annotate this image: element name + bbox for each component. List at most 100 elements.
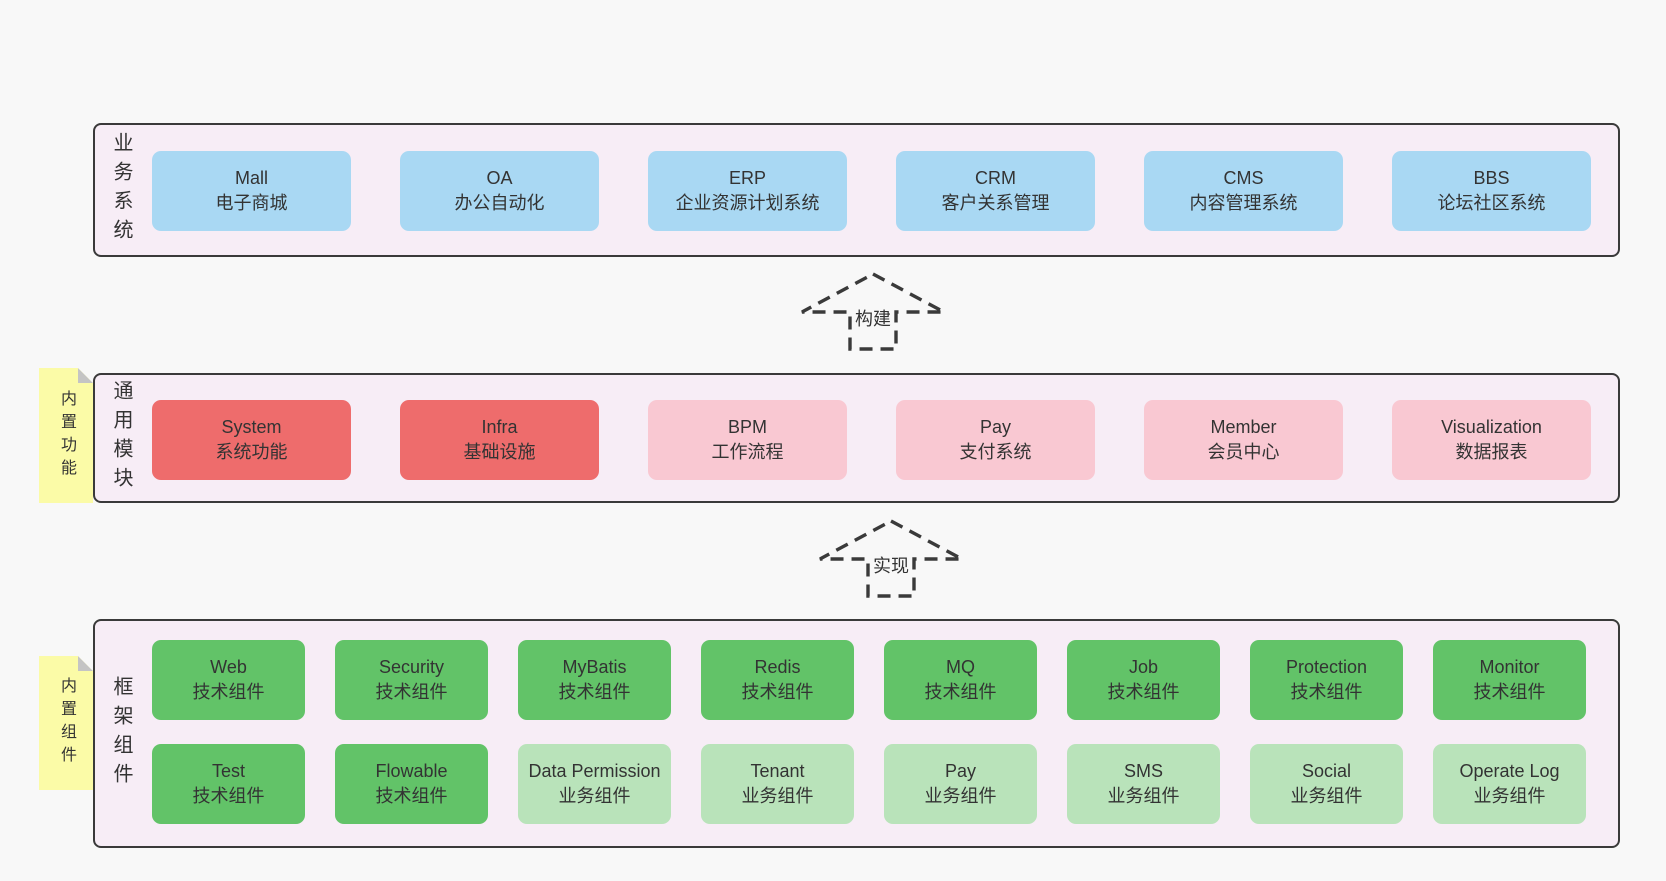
- note-builtin-components: 内置组件: [39, 656, 93, 790]
- framework-components-row-2: Test 技术组件 Flowable 技术组件 Data Permission …: [152, 744, 1586, 824]
- node-subtitle: 论坛社区系统: [1437, 193, 1546, 213]
- node-title: Social: [1301, 761, 1352, 781]
- node-title: ERP: [728, 168, 766, 188]
- node-bpm: BPM 工作流程: [648, 400, 847, 480]
- node-subtitle: 技术组件: [192, 682, 265, 702]
- node-title: Test: [211, 761, 245, 781]
- node-mall: Mall 电子商城: [152, 151, 351, 231]
- node-member: Member 会员中心: [1144, 400, 1343, 480]
- node-title: SMS: [1123, 761, 1163, 781]
- node-title: Operate Log: [1459, 761, 1560, 781]
- node-subtitle: 业务组件: [741, 786, 814, 806]
- note-label: 内置功能: [58, 389, 75, 482]
- node-title: Job: [1128, 657, 1159, 677]
- layer-label: 框架组件: [110, 675, 132, 792]
- arrow-build: 构建: [800, 272, 946, 351]
- layer-framework-components: 框架组件 Web 技术组件 Security 技术组件 MyBatis 技术组件…: [93, 619, 1620, 848]
- node-title: MQ: [946, 657, 975, 677]
- node-security: Security 技术组件: [335, 640, 488, 720]
- node-subtitle: 技术组件: [924, 682, 997, 702]
- node-sms: SMS 业务组件: [1067, 744, 1220, 824]
- node-tenant: Tenant 业务组件: [701, 744, 854, 824]
- node-infra: Infra 基础设施: [400, 400, 599, 480]
- note-label: 内置组件: [58, 677, 75, 769]
- node-title: Pay: [944, 761, 977, 781]
- node-subtitle: 业务组件: [1290, 786, 1363, 806]
- node-title: Security: [378, 657, 445, 677]
- node-test: Test 技术组件: [152, 744, 305, 824]
- node-subtitle: 基础设施: [463, 442, 536, 462]
- node-title: Monitor: [1479, 657, 1540, 677]
- node-subtitle: 技术组件: [558, 682, 631, 702]
- node-flowable: Flowable 技术组件: [335, 744, 488, 824]
- node-subtitle: 客户关系管理: [941, 193, 1050, 213]
- node-erp: ERP 企业资源计划系统: [648, 151, 847, 231]
- node-subtitle: 业务组件: [558, 786, 631, 806]
- node-pay-biz: Pay 业务组件: [884, 744, 1037, 824]
- node-monitor: Monitor 技术组件: [1433, 640, 1586, 720]
- node-redis: Redis 技术组件: [701, 640, 854, 720]
- node-title: Visualization: [1441, 417, 1542, 437]
- node-crm: CRM 客户关系管理: [896, 151, 1095, 231]
- node-social: Social 业务组件: [1250, 744, 1403, 824]
- node-cms: CMS 内容管理系统: [1144, 151, 1343, 231]
- folded-corner-icon: [78, 368, 93, 383]
- node-title: System: [221, 417, 282, 437]
- node-subtitle: 业务组件: [924, 786, 997, 806]
- node-title: BBS: [1473, 168, 1510, 188]
- node-subtitle: 技术组件: [741, 682, 814, 702]
- folded-corner-icon: [78, 656, 93, 671]
- node-system: System 系统功能: [152, 400, 351, 480]
- node-subtitle: 技术组件: [375, 682, 448, 702]
- node-job: Job 技术组件: [1067, 640, 1220, 720]
- layer-business-systems: 业务系统 Mall 电子商城 OA 办公自动化 ERP 企业资源计划系统 CRM…: [93, 123, 1620, 257]
- arrow-implement: 实现: [818, 519, 964, 598]
- node-subtitle: 会员中心: [1207, 442, 1280, 462]
- node-title: Web: [210, 657, 247, 677]
- node-data-permission: Data Permission 业务组件: [518, 744, 671, 824]
- node-subtitle: 业务组件: [1473, 786, 1546, 806]
- layer-label: 通用模块: [110, 380, 132, 496]
- node-subtitle: 技术组件: [192, 786, 265, 806]
- node-subtitle: 技术组件: [1473, 682, 1546, 702]
- node-bbs: BBS 论坛社区系统: [1392, 151, 1591, 231]
- node-web: Web 技术组件: [152, 640, 305, 720]
- node-subtitle: 企业资源计划系统: [675, 193, 820, 213]
- node-title: Data Permission: [528, 761, 661, 781]
- business-systems-row: Mall 电子商城 OA 办公自动化 ERP 企业资源计划系统 CRM 客户关系…: [152, 151, 1591, 231]
- node-operate-log: Operate Log 业务组件: [1433, 744, 1586, 824]
- node-subtitle: 业务组件: [1107, 786, 1180, 806]
- node-title: Mall: [234, 168, 268, 188]
- node-title: MyBatis: [562, 657, 627, 677]
- node-subtitle: 工作流程: [711, 442, 784, 462]
- node-title: Protection: [1285, 657, 1368, 677]
- node-title: CRM: [975, 168, 1016, 188]
- node-title: Redis: [754, 657, 801, 677]
- arrow-label: 实现: [870, 555, 912, 577]
- node-mybatis: MyBatis 技术组件: [518, 640, 671, 720]
- node-subtitle: 系统功能: [215, 442, 288, 462]
- node-subtitle: 数据报表: [1455, 442, 1528, 462]
- node-oa: OA 办公自动化: [400, 151, 599, 231]
- node-subtitle: 电子商城: [215, 193, 288, 213]
- node-title: Pay: [979, 417, 1012, 437]
- up-arrow-icon: [801, 272, 945, 351]
- node-subtitle: 支付系统: [959, 442, 1032, 462]
- up-arrow-icon: [819, 519, 963, 598]
- layer-label: 业务系统: [110, 132, 132, 248]
- node-title: OA: [486, 168, 513, 188]
- node-title: BPM: [727, 417, 767, 437]
- note-builtin-features: 内置功能: [39, 368, 93, 503]
- node-visualization: Visualization 数据报表: [1392, 400, 1591, 480]
- node-title: Member: [1210, 417, 1277, 437]
- node-subtitle: 技术组件: [1290, 682, 1363, 702]
- node-title: Flowable: [375, 761, 448, 781]
- arrow-label: 构建: [852, 308, 894, 330]
- node-title: Infra: [481, 417, 518, 437]
- node-subtitle: 办公自动化: [454, 193, 545, 213]
- layer-common-modules: 通用模块 System 系统功能 Infra 基础设施 BPM 工作流程 Pay…: [93, 373, 1620, 503]
- node-pay: Pay 支付系统: [896, 400, 1095, 480]
- node-subtitle: 内容管理系统: [1189, 193, 1298, 213]
- common-modules-row: System 系统功能 Infra 基础设施 BPM 工作流程 Pay 支付系统…: [152, 400, 1591, 480]
